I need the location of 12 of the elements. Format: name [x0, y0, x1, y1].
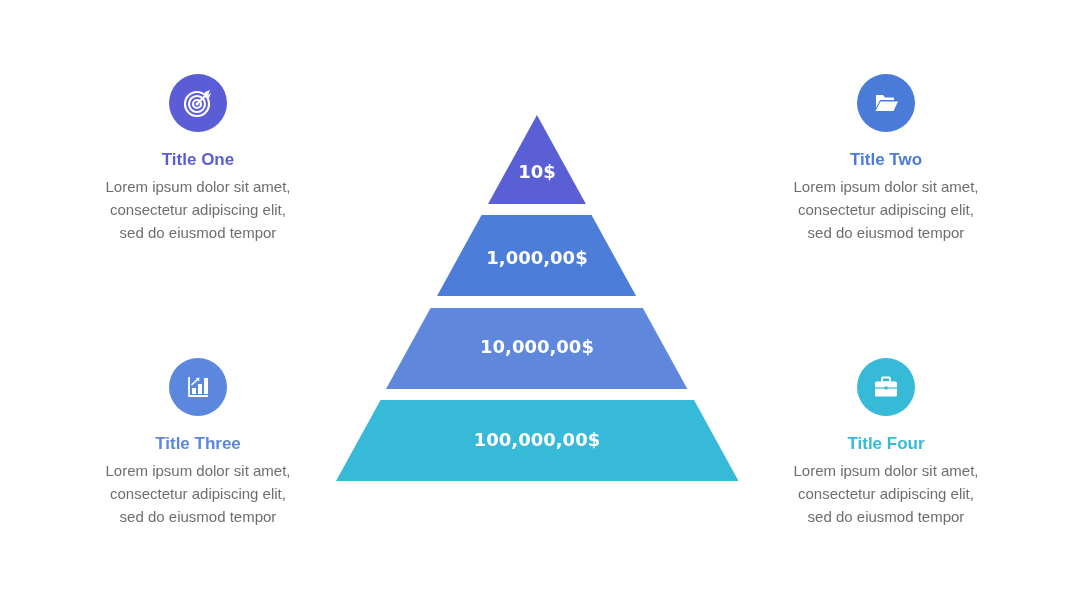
- callout-description: Lorem ipsum dolor sit amet, consectetur adipiscing elit, sed do eiusmod tempor: [104, 461, 292, 527]
- callout-title: Title Four: [847, 434, 925, 454]
- callout-title: Title One: [161, 150, 235, 170]
- tier-value: 10$: [518, 161, 556, 183]
- callout-title: Title Three: [155, 434, 241, 454]
- tier-value: 100,000,00$: [473, 429, 601, 451]
- tier-value: 10,000,00$: [480, 336, 594, 358]
- callout-description: Lorem ipsum dolor sit amet, consectetur adipiscing elit, sed do eiusmod tempor: [792, 461, 980, 527]
- callout-description: Lorem ipsum dolor sit amet, consectetur adipiscing elit, sed do eiusmod tempor: [104, 177, 292, 243]
- tier-value: 1,000,00$: [486, 247, 588, 269]
- callout-description: Lorem ipsum dolor sit amet, consectetur adipiscing elit, sed do eiusmod tempor: [792, 177, 980, 243]
- callout-title: Title Two: [849, 150, 923, 170]
